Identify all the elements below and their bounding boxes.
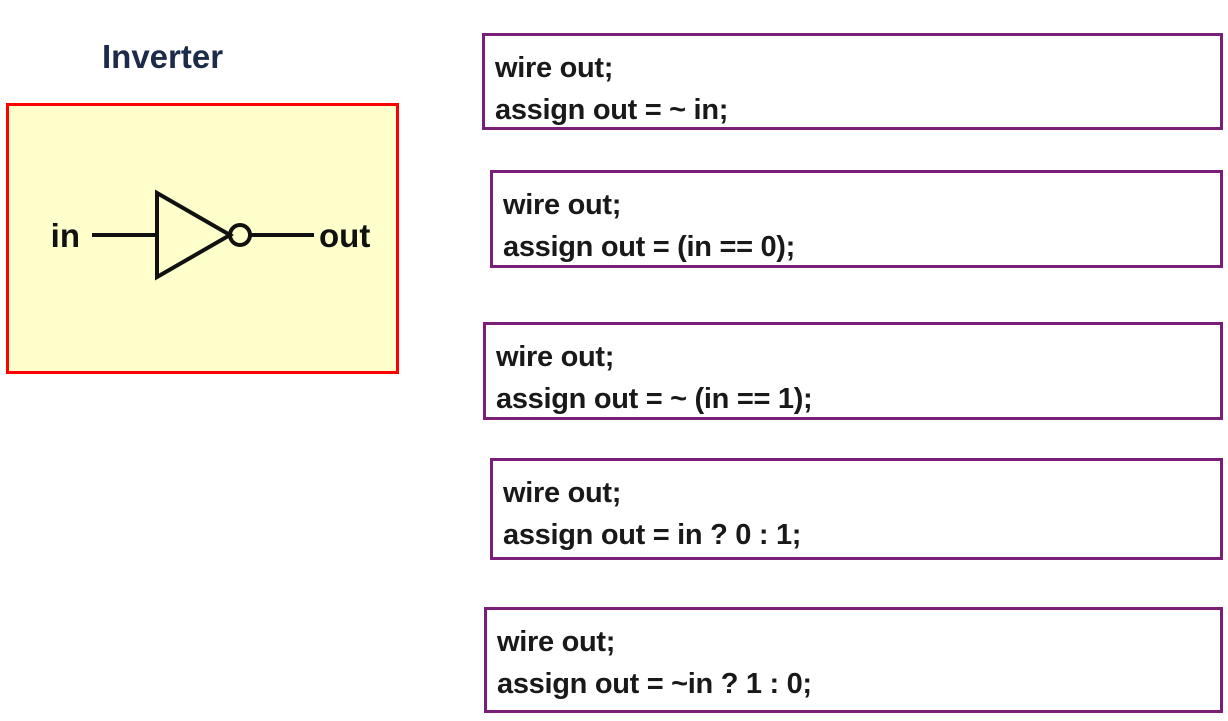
gate-input-label: in <box>51 217 80 254</box>
code-line: wire out; <box>503 189 622 221</box>
code-box-assign-not-eq-one: wire out; assign out = ~ (in == 1); <box>483 322 1223 420</box>
code-line: assign out = (in == 0); <box>503 231 796 263</box>
page-title: Inverter <box>102 38 224 75</box>
code-box-assign-not: wire out; assign out = ~ in; <box>482 33 1223 130</box>
code-line: assign out = in ? 0 : 1; <box>503 519 802 551</box>
code-line: wire out; <box>497 626 616 658</box>
code-line: wire out; <box>496 341 615 373</box>
inverter-gate-drawing: in out <box>51 189 370 281</box>
inverter-diagram-panel: in out <box>6 103 399 374</box>
code-line: wire out; <box>495 52 614 84</box>
inverter-triangle-icon <box>155 189 235 281</box>
code-line: assign out = ~ (in == 1); <box>496 383 813 415</box>
code-line: assign out = ~ in; <box>495 94 729 126</box>
code-box-assign-not-ternary: wire out; assign out = ~in ? 1 : 0; <box>484 607 1223 713</box>
code-line: wire out; <box>503 477 622 509</box>
inversion-bubble-icon <box>228 223 252 247</box>
gate-output-label: out <box>319 217 370 254</box>
code-box-assign-eq-zero: wire out; assign out = (in == 0); <box>490 170 1223 268</box>
code-box-assign-ternary: wire out; assign out = in ? 0 : 1; <box>490 458 1223 560</box>
code-line: assign out = ~in ? 1 : 0; <box>497 668 812 700</box>
